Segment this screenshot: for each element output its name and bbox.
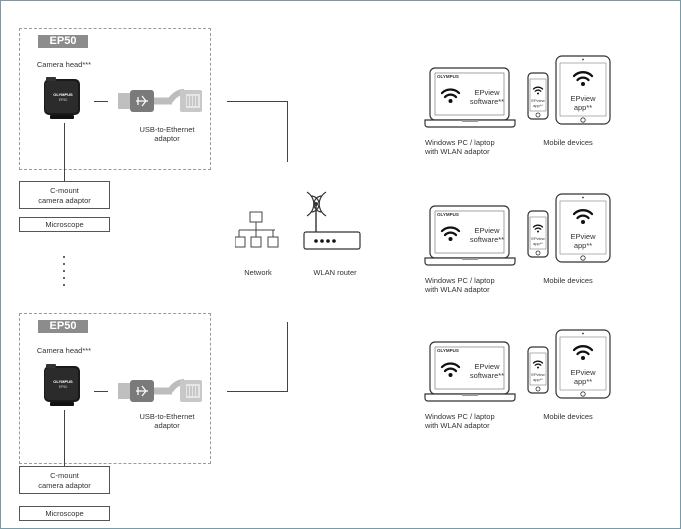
ep50-badge-top: EP50 — [38, 35, 88, 48]
smartphone-icon — [527, 72, 549, 120]
pc-caption-2: with WLAN adaptor — [425, 421, 490, 430]
network-label: Network — [244, 268, 272, 277]
tablet-app-label-2: app** — [573, 377, 593, 386]
ellipsis-dot — [63, 284, 65, 286]
pc-caption-2: with WLAN adaptor — [425, 147, 490, 156]
laptop-brand: OLYMPUS — [437, 212, 459, 217]
cmount-label: C-mount — [50, 186, 79, 195]
mobile-devices-caption: Mobile devices — [543, 412, 593, 421]
ellipsis-dot — [63, 270, 65, 272]
ellipsis-dot — [63, 263, 65, 265]
usb-adaptor-label-top: USB-to-Ethernet — [139, 125, 195, 134]
phone-app-label-2: app** — [533, 103, 543, 108]
usb-adaptor-label-top-2: adaptor — [154, 134, 180, 143]
laptop-icon — [424, 67, 516, 133]
usb-adaptor-label-bottom-2: adaptor — [154, 421, 180, 430]
phone-app-label: EPview — [531, 236, 545, 241]
camera-head-label-top: Camera head*** — [36, 60, 92, 69]
laptop-icon — [424, 205, 516, 271]
connector-line — [94, 391, 108, 392]
camera-head-icon-top — [40, 75, 86, 121]
ellipsis-dot — [63, 256, 65, 258]
connector-line — [64, 410, 65, 466]
laptop-brand: OLYMPUS — [437, 74, 459, 79]
laptop-app-label-2: software** — [469, 235, 505, 244]
microscope-box-top: Microscope — [19, 217, 110, 232]
cmount-label-2: camera adaptor — [38, 196, 91, 205]
camera-model-top: EP50 — [58, 98, 68, 102]
smartphone-icon — [527, 346, 549, 394]
tablet-app-label-2: app** — [573, 241, 593, 250]
camera-head-label-bottom: Camera head*** — [36, 346, 92, 355]
connector-line — [227, 101, 288, 102]
ep50-group-top — [19, 28, 211, 170]
cmount-label-2: camera adaptor — [38, 481, 91, 490]
connector-line — [287, 322, 288, 392]
smartphone-icon — [527, 210, 549, 258]
pc-caption: Windows PC / laptop — [425, 276, 495, 285]
ellipsis-dot — [63, 277, 65, 279]
usb-adaptor-label-bottom: USB-to-Ethernet — [139, 412, 195, 421]
tablet-icon — [555, 55, 611, 125]
wlan-router-icon — [296, 184, 368, 256]
pc-caption: Windows PC / laptop — [425, 412, 495, 421]
tablet-app-label: EPview — [570, 368, 596, 377]
mobile-devices-caption: Mobile devices — [543, 276, 593, 285]
cmount-adaptor-box-bottom: C-mount camera adaptor — [19, 466, 110, 494]
connector-line — [287, 101, 288, 162]
phone-app-label-2: app** — [533, 377, 543, 382]
tablet-app-label: EPview — [570, 232, 596, 241]
laptop-icon — [424, 341, 516, 407]
mobile-devices-caption: Mobile devices — [543, 138, 593, 147]
camera-brand-bottom: OLYMPUS — [53, 379, 73, 384]
tablet-app-label-2: app** — [573, 103, 593, 112]
camera-head-icon-bottom — [40, 362, 86, 408]
tablet-icon — [555, 329, 611, 399]
laptop-app-label: EPview — [474, 88, 500, 97]
laptop-app-label-2: software** — [469, 97, 505, 106]
network-icon — [235, 210, 279, 260]
phone-app-label-2: app** — [533, 241, 543, 246]
tablet-icon — [555, 193, 611, 263]
phone-app-label: EPview — [531, 372, 545, 377]
wlan-router-label: WLAN router — [313, 268, 357, 277]
microscope-box-bottom: Microscope — [19, 506, 110, 521]
usb-ethernet-adaptor-icon-bottom — [108, 378, 208, 404]
ep50-badge-bottom: EP50 — [38, 320, 88, 333]
cmount-adaptor-box-top: C-mount camera adaptor — [19, 181, 110, 209]
connector-line — [64, 123, 65, 181]
pc-caption: Windows PC / laptop — [425, 138, 495, 147]
tablet-app-label: EPview — [570, 94, 596, 103]
laptop-brand: OLYMPUS — [437, 348, 459, 353]
camera-model-bottom: EP50 — [58, 385, 68, 389]
usb-ethernet-adaptor-icon-top — [108, 88, 208, 114]
laptop-app-label: EPview — [474, 226, 500, 235]
connector-line — [227, 391, 288, 392]
connector-line — [94, 101, 108, 102]
laptop-app-label: EPview — [474, 362, 500, 371]
phone-app-label: EPview — [531, 98, 545, 103]
pc-caption-2: with WLAN adaptor — [425, 285, 490, 294]
camera-brand-top: OLYMPUS — [53, 92, 73, 97]
ep50-group-bottom — [19, 313, 211, 464]
cmount-label: C-mount — [50, 471, 79, 480]
laptop-app-label-2: software** — [469, 371, 505, 380]
